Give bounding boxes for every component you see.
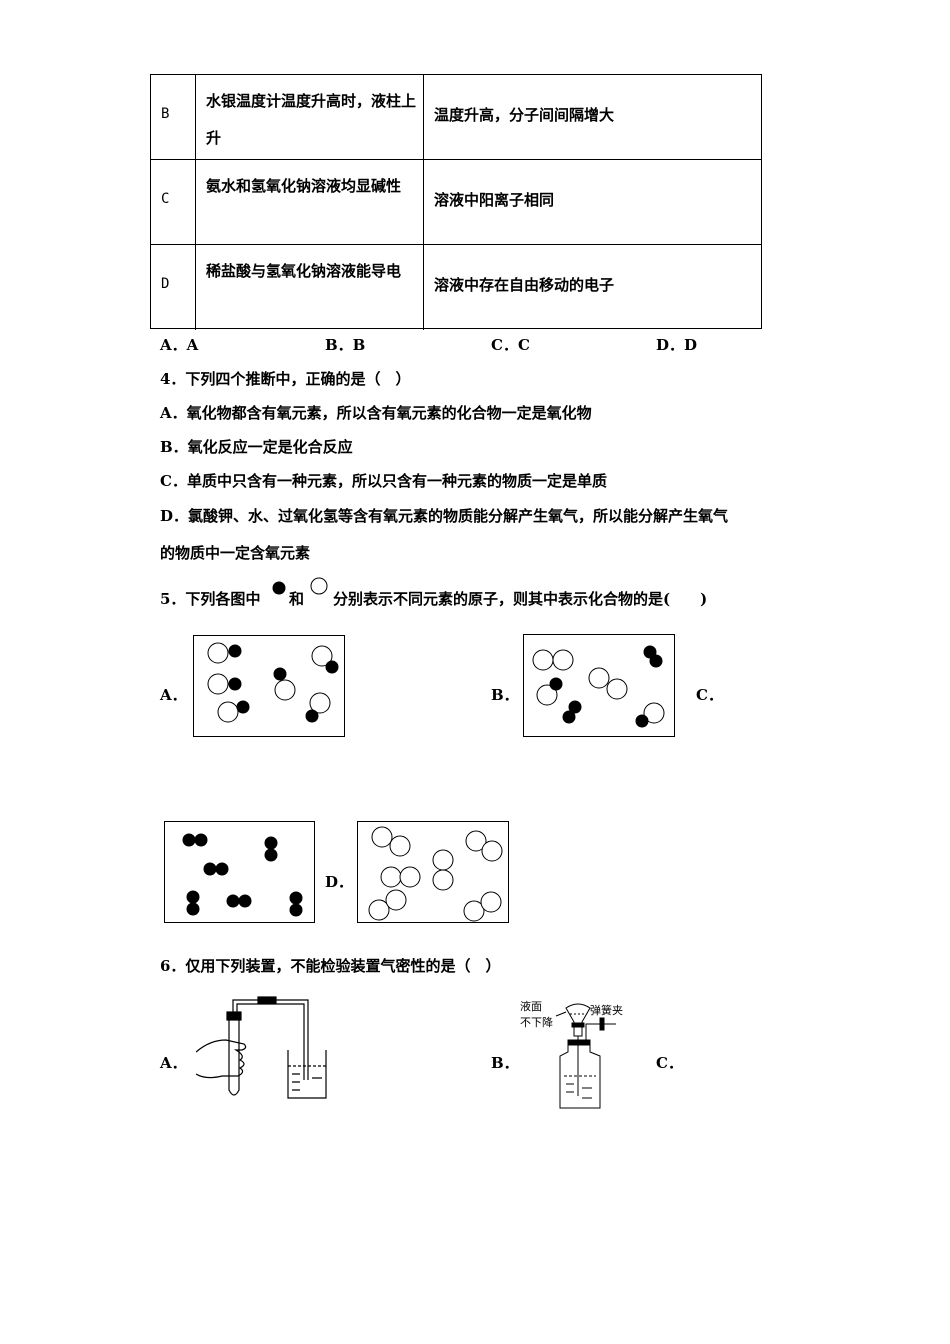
comparison-table: B 水银温度计温度升高时，液柱上升 温度升高，分子间间隔增大 C 氨水和氢氧化钠… [150,74,762,330]
q6-stem: 6．仅用下列装置，不能检验装置气密性的是（ ） [160,957,501,975]
row-explanation: 溶液中阳离子相同 [434,191,555,209]
row-fact: 氨水和氢氧化钠溶液均显碱性 [206,177,402,195]
row-letter: D [161,276,170,292]
q4-stem: 4．下列四个推断中，正确的是（ ） [160,370,411,388]
q4-option-b[interactable]: B．氧化反应一定是化合反应 [160,438,353,456]
q5-option-a-label[interactable]: A． [160,686,187,704]
q6-option-a-label[interactable]: A． [160,1054,187,1072]
q4-option-a[interactable]: A．氧化物都含有氧元素，所以含有氧元素的化合物一定是氧化物 [160,404,592,422]
hand-warming-apparatus-diagram[interactable] [196,990,336,1105]
molecule-diagram-d [368,826,503,922]
q5-option-b-label[interactable]: B． [491,686,519,704]
q4-option-d-continued: 的物质中一定含氧元素 [160,544,311,562]
q6-option-c-label[interactable]: C． [656,1054,683,1072]
row-fact: 稀盐酸与氢氧化钠溶液能导电 [206,262,402,280]
q5-stem-and: 和 [289,590,305,608]
q3-option-a[interactable]: A．A [160,336,199,354]
q5-option-d-label[interactable]: D． [325,873,354,891]
q5-option-c-label[interactable]: C． [696,686,723,704]
q3-option-b[interactable]: B．B [325,336,366,354]
q4-option-d[interactable]: D．氯酸钾、水、过氧化氢等含有氧元素的物质能分解产生氧气，所以能分解产生氧气 [160,507,729,525]
molecule-diagram-c [182,833,303,917]
row-fact: 水银温度计温度升高时，液柱上升 [206,92,417,147]
row-explanation: 温度升高，分子间间隔增大 [434,106,615,124]
funnel-label-surface: 液面 [520,999,542,1013]
q5-figure-a[interactable] [193,635,345,737]
q5-figure-c[interactable] [164,821,315,923]
hollow-atom-icon [310,577,328,595]
row-letter: C [161,191,170,207]
q5-stem-prefix: 5．下列各图中 [160,590,261,608]
molecule-diagram-a [207,642,339,723]
table-row: D 稀盐酸与氢氧化钠溶液能导电 溶液中存在自由移动的电子 [151,245,761,330]
q3-option-d[interactable]: D．D [656,336,698,354]
table-row: B 水银温度计温度升高时，液柱上升 温度升高，分子间间隔增大 [151,75,761,160]
row-letter: B [161,106,170,122]
q5-figure-d[interactable] [357,821,509,923]
q6-option-b-label[interactable]: B． [491,1054,519,1072]
filled-atom-icon [272,581,286,595]
row-explanation: 溶液中存在自由移动的电子 [434,276,615,294]
q5-stem-suffix: 分别表示不同元素的原子，则其中表示化合物的是( ) [333,590,708,608]
funnel-apparatus-diagram[interactable]: 液面 不下降 弹簧夹 [520,996,632,1112]
molecule-diagram-b [532,645,665,728]
table-row: C 氨水和氢氧化钠溶液均显碱性 溶液中阳离子相同 [151,160,761,245]
funnel-label-clamp: 弹簧夹 [590,1003,623,1017]
q3-option-c[interactable]: C．C [491,336,530,354]
q4-option-c[interactable]: C．单质中只含有一种元素，所以只含有一种元素的物质一定是单质 [160,472,607,490]
q5-figure-b[interactable] [523,634,675,737]
funnel-label-not-falling: 不下降 [520,1015,553,1029]
